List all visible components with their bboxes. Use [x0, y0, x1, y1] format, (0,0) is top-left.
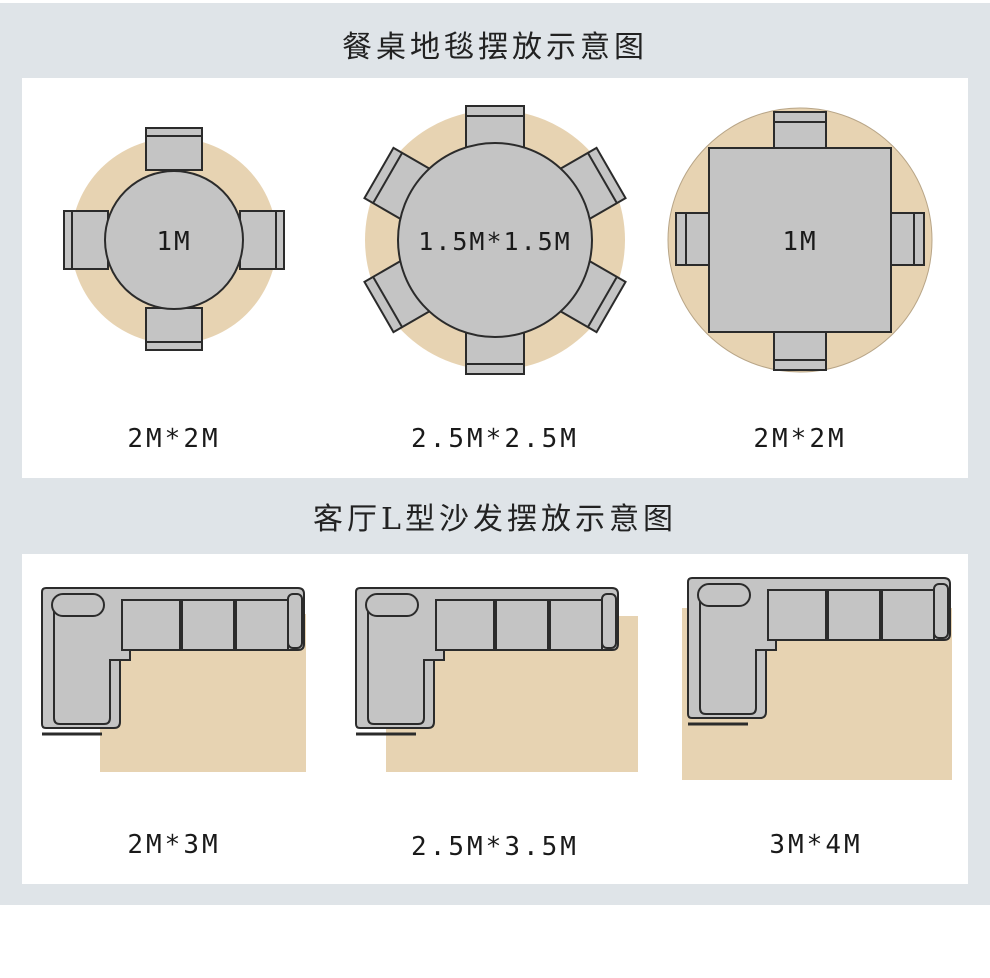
page-frame: 餐桌地毯摆放示意图 [0, 0, 990, 905]
rug-size-caption: 2M*2M [127, 424, 221, 454]
chair-icon [145, 307, 203, 351]
sofa-diagram-3 [682, 576, 952, 780]
dining-diagram-1: 1M [63, 127, 285, 351]
chair-icon [773, 111, 827, 153]
table-size-label: 1M [782, 227, 817, 257]
sofa-section-title: 客厅L型沙发摆放示意图 [313, 502, 677, 537]
sofa-diagram-2 [354, 586, 638, 772]
dining-panel: 1M [22, 78, 968, 478]
sofa-diagrams [40, 576, 952, 780]
dining-diagram-3: 1M [667, 107, 933, 373]
rug-size-caption: 2.5M*2.5M [411, 424, 579, 454]
square-table [708, 147, 892, 333]
table-size-label: 1.5M*1.5M [418, 227, 571, 256]
sofa-panel: 2M*3M 2.5M*3.5M 3M*4M [22, 554, 968, 884]
top-divider [0, 0, 990, 3]
chair-icon [773, 329, 827, 371]
table-size-label: 1M [156, 227, 191, 257]
dining-section-title: 餐桌地毯摆放示意图 [342, 30, 648, 65]
rug-size-caption: 2M*3M [127, 830, 221, 860]
dining-diagrams: 1M [63, 105, 933, 375]
sofa-diagram-1 [40, 586, 306, 772]
chair-icon [145, 127, 203, 171]
rug-size-caption: 2M*2M [753, 424, 847, 454]
chair-icon [363, 257, 435, 334]
round-table [104, 170, 244, 310]
dining-diagram-2: 1.5M*1.5M [363, 105, 627, 375]
rug-size-caption: 2.5M*3.5M [411, 832, 579, 862]
rug-size-caption: 3M*4M [769, 830, 863, 860]
chair-icon [239, 210, 285, 270]
chair-icon [63, 210, 109, 270]
round-table [397, 142, 593, 338]
